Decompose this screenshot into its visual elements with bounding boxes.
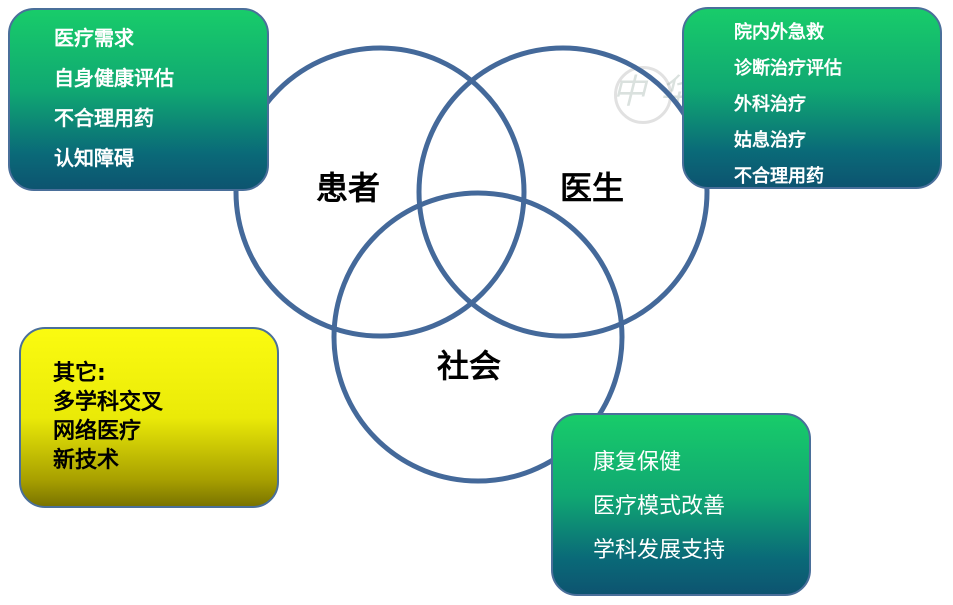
list-item: 院内外急救 [734,22,824,43]
society-label: 社会 [437,347,502,385]
list-item: 诊断治疗评估 [734,58,842,79]
list-item: 其它: [53,361,106,386]
list-item: 不合理用药 [54,106,154,130]
list-item: 不合理用药 [734,166,824,187]
doctor-circle [416,45,710,339]
patient-circle [233,45,527,339]
list-item: 新技术 [53,448,120,473]
society-factors-box: 康复保健 医疗模式改善 学科发展支持 [551,413,811,596]
doctor-label: 医生 [560,169,625,207]
list-item: 医疗模式改善 [593,494,726,519]
list-item: 认知障碍 [54,146,134,170]
list-item: 学科发展支持 [593,538,726,563]
society-circle [331,190,625,484]
patient-label: 患者 [316,169,381,207]
patient-factors-box: 医疗需求 自身健康评估 不合理用药 认知障碍 [8,8,269,191]
other-factors-box: 其它: 多学科交叉 网络医疗 新技术 [19,327,279,508]
list-item: 医疗需求 [54,26,134,50]
list-item: 外科治疗 [734,94,806,115]
list-item: 姑息治疗 [734,130,806,151]
list-item: 网络医疗 [53,419,142,444]
list-item: 自身健康评估 [54,66,174,90]
list-item: 多学科交叉 [53,390,164,415]
doctor-factors-box: 院内外急救 诊断治疗评估 外科治疗 姑息治疗 不合理用药 [682,7,942,189]
list-item: 康复保健 [593,450,682,475]
